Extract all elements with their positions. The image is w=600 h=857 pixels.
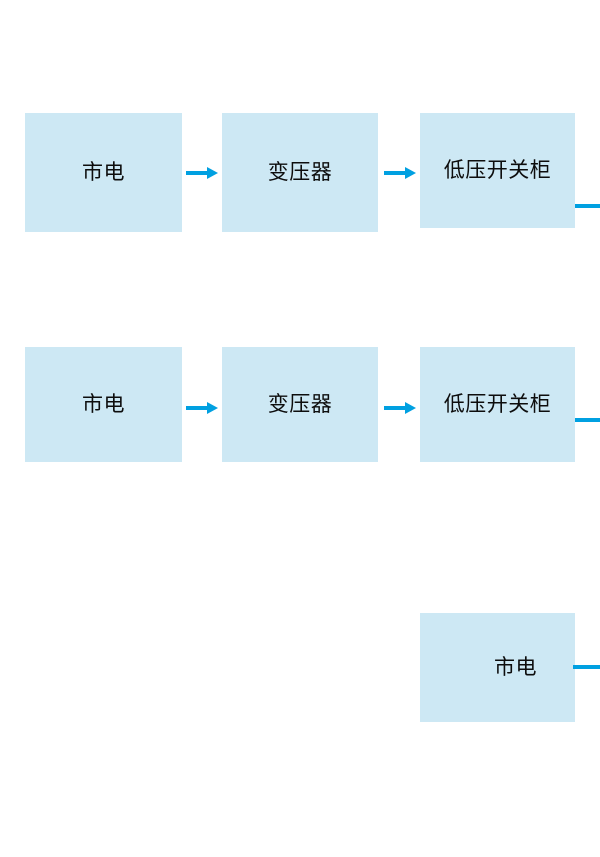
process-node[interactable]: 市电 <box>420 613 575 722</box>
connector-line <box>575 418 600 422</box>
process-node[interactable]: 低压开关柜 <box>420 113 575 228</box>
process-node[interactable]: 市电 <box>25 347 182 462</box>
process-node-label: 市电 <box>82 160 125 184</box>
process-node-label: 市电 <box>82 392 125 416</box>
flow-arrow-icon <box>384 401 416 415</box>
process-node[interactable]: 市电 <box>25 113 182 232</box>
connector-line <box>575 204 600 208</box>
flow-arrow-icon <box>384 166 416 180</box>
process-node-label: 低压开关柜 <box>443 392 552 416</box>
process-node[interactable]: 低压开关柜 <box>420 347 575 462</box>
flow-arrow-icon <box>186 401 218 415</box>
process-node-label: 市电 <box>494 655 537 679</box>
connector-line <box>573 665 600 669</box>
process-node-label: 变压器 <box>267 392 333 416</box>
process-node-label: 变压器 <box>267 160 333 184</box>
process-node[interactable]: 变压器 <box>222 347 378 462</box>
flow-arrow-icon <box>186 166 218 180</box>
process-node-label: 低压开关柜 <box>443 158 552 182</box>
process-node[interactable]: 变压器 <box>222 113 378 232</box>
